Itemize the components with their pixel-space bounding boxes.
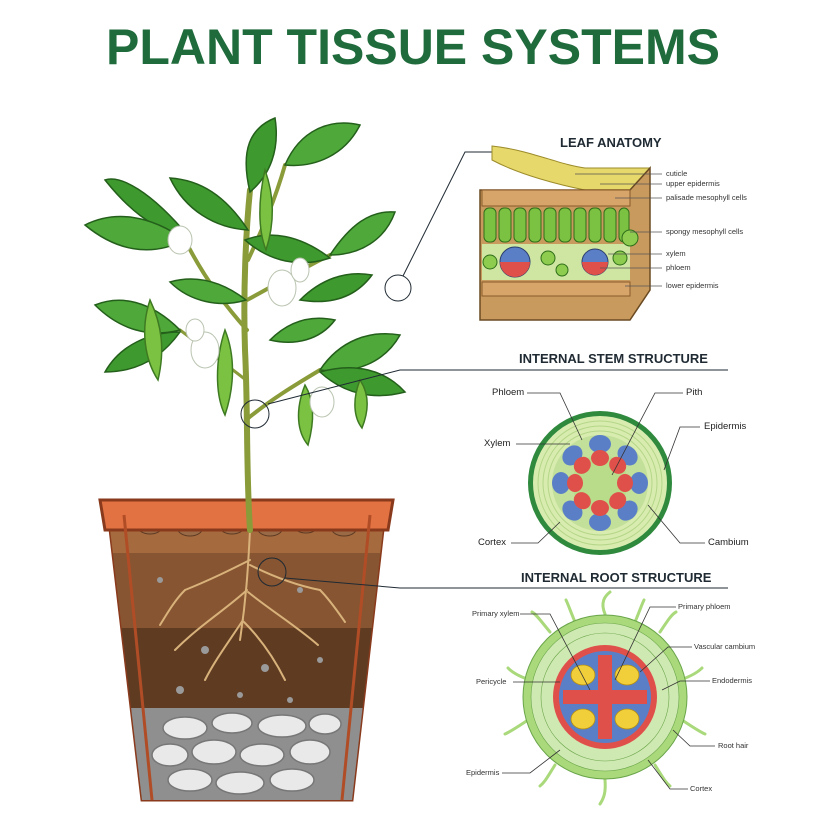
leaf-label-palisade: palisade mesophyll cells <box>666 193 747 202</box>
root-label-primary-xylem: Primary xylem <box>472 609 520 618</box>
root-label-primary-phloem: Primary phloem <box>678 602 731 611</box>
root-label-endodermis: Endodermis <box>712 676 753 685</box>
root-structure-heading: INTERNAL ROOT STRUCTURE <box>521 570 712 585</box>
leaf-label-cuticle: cuticle <box>666 169 688 178</box>
stem-label-phloem: Phloem <box>492 387 525 398</box>
root-cross-section <box>502 590 715 806</box>
white-flowers <box>167 225 335 418</box>
leaf-label-upper-epidermis: upper epidermis <box>666 179 720 188</box>
stem-label-xylem: Xylem <box>484 438 511 449</box>
stem-vascular-bundles <box>552 435 648 531</box>
leaf-anatomy-heading: LEAF ANATOMY <box>560 135 662 150</box>
leaf-label-xylem: xylem <box>666 249 686 258</box>
root-label-cortex: Cortex <box>690 784 713 793</box>
stem-label-epidermis: Epidermis <box>704 421 747 432</box>
leaf-label-spongy: spongy mesophyll cells <box>666 227 744 236</box>
leaf-label-phloem: phloem <box>666 263 691 272</box>
plant-roots <box>159 529 346 681</box>
leaf-label-lower-epidermis: lower epidermis <box>666 281 719 290</box>
root-label-pericycle: Pericycle <box>476 677 507 686</box>
page-title: PLANT TISSUE SYSTEMS <box>106 19 720 75</box>
stem-label-pith: Pith <box>686 387 703 398</box>
stem-cross-section <box>511 392 705 555</box>
stem-structure-heading: INTERNAL STEM STRUCTURE <box>519 351 708 366</box>
root-label-vascular-cambium: Vascular cambium <box>694 642 756 651</box>
stem-label-cortex: Cortex <box>478 537 506 548</box>
root-label-epidermis: Epidermis <box>466 768 500 777</box>
root-label-root-hair: Root hair <box>718 741 749 750</box>
callout-lines <box>240 151 728 589</box>
leaf-anatomy-illustration <box>479 145 662 321</box>
plant-pot <box>98 498 395 802</box>
stem-label-cambium: Cambium <box>708 537 749 548</box>
